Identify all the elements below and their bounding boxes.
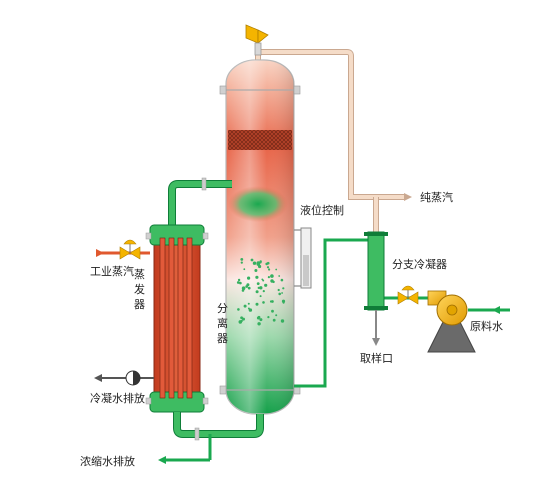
evaporator-label-3: 器 bbox=[134, 298, 145, 311]
raw-water-label: 原料水 bbox=[470, 319, 503, 333]
droplet bbox=[269, 300, 273, 303]
droplet bbox=[278, 275, 281, 277]
branch-condenser-label: 分支冷凝器 bbox=[392, 257, 447, 271]
droplet bbox=[237, 278, 241, 282]
droplet bbox=[259, 318, 263, 322]
separator-label-1: 分 bbox=[217, 302, 228, 315]
pure-steam-label: 纯蒸汽 bbox=[420, 190, 453, 204]
droplet bbox=[255, 275, 259, 279]
droplet bbox=[254, 269, 258, 272]
droplet bbox=[280, 319, 285, 323]
droplet bbox=[275, 268, 278, 271]
droplet bbox=[239, 281, 242, 285]
separator-label-2: 离 bbox=[217, 316, 228, 330]
droplet bbox=[275, 314, 278, 317]
evaporator-label-1: 蒸 bbox=[134, 268, 145, 281]
droplet bbox=[247, 302, 250, 305]
droplet bbox=[243, 304, 247, 308]
condensate-line bbox=[94, 370, 154, 386]
droplet bbox=[264, 283, 268, 287]
droplet bbox=[247, 276, 251, 280]
centrifugal-pump-icon bbox=[427, 290, 476, 353]
droplet bbox=[271, 309, 274, 313]
sampling-arrow-icon bbox=[372, 338, 380, 346]
droplet bbox=[236, 281, 240, 284]
droplet bbox=[282, 301, 285, 304]
sampling-port-label: 取样口 bbox=[360, 351, 393, 365]
safety-valve-icon bbox=[245, 24, 269, 56]
steam-trap-icon bbox=[125, 370, 141, 386]
demister-packing bbox=[228, 130, 292, 150]
separator-label-3: 器 bbox=[217, 332, 228, 345]
droplet bbox=[270, 274, 274, 278]
droplet bbox=[282, 287, 285, 290]
concentrate-discharge-label: 浓缩水排放 bbox=[80, 454, 135, 468]
droplet bbox=[240, 258, 244, 261]
droplet bbox=[258, 264, 262, 269]
evaporator-label-2: 发 bbox=[134, 282, 145, 296]
droplet bbox=[266, 266, 270, 269]
control-valve-icon bbox=[119, 239, 141, 260]
droplet bbox=[270, 279, 274, 283]
droplet bbox=[243, 268, 246, 271]
branch-condenser bbox=[364, 231, 388, 346]
droplet bbox=[248, 308, 253, 312]
droplet bbox=[257, 322, 261, 326]
droplet bbox=[241, 289, 245, 292]
droplet bbox=[250, 258, 254, 262]
droplet bbox=[237, 308, 240, 311]
droplet bbox=[278, 292, 282, 296]
droplet bbox=[281, 292, 283, 294]
droplet bbox=[255, 290, 259, 294]
droplet bbox=[240, 261, 243, 264]
raw-water-arrow-icon bbox=[492, 306, 500, 314]
droplet bbox=[256, 316, 260, 320]
droplet bbox=[262, 290, 265, 293]
industrial-steam-label: 工业蒸汽 bbox=[90, 264, 134, 278]
condensate-arrow-icon bbox=[94, 374, 102, 382]
droplet bbox=[256, 282, 260, 285]
droplet bbox=[252, 261, 257, 265]
droplet bbox=[272, 318, 276, 322]
bottom-pipes bbox=[158, 412, 264, 464]
droplet bbox=[277, 288, 280, 292]
droplets bbox=[236, 258, 286, 326]
vapor-pipe bbox=[168, 177, 232, 232]
droplet bbox=[265, 262, 269, 266]
droplet bbox=[259, 295, 262, 298]
pure-steam-arrow-icon bbox=[404, 193, 412, 201]
pure-steam-pipe bbox=[255, 49, 412, 232]
feed-valve-icon bbox=[397, 285, 419, 305]
evaporator bbox=[145, 224, 209, 413]
droplet bbox=[256, 261, 261, 265]
droplet bbox=[281, 299, 286, 303]
concentrate-arrow-icon bbox=[158, 456, 166, 464]
level-gauge-icon bbox=[294, 227, 312, 289]
droplet bbox=[262, 301, 265, 304]
droplet bbox=[259, 286, 263, 290]
level-control-label: 液位控制 bbox=[300, 203, 344, 217]
droplet bbox=[257, 286, 260, 289]
feed-water-line bbox=[294, 238, 510, 388]
droplet bbox=[246, 283, 250, 287]
droplet bbox=[241, 286, 246, 291]
droplet bbox=[242, 317, 245, 321]
droplet bbox=[268, 268, 271, 271]
droplet bbox=[267, 316, 270, 319]
droplet bbox=[261, 278, 264, 281]
droplet bbox=[247, 286, 251, 290]
condensate-discharge-label: 冷凝水排放 bbox=[90, 391, 145, 405]
droplet bbox=[267, 276, 270, 279]
droplet bbox=[240, 319, 243, 323]
steam-inlet-arrow-icon bbox=[96, 249, 104, 257]
droplet bbox=[255, 302, 259, 306]
separator-column bbox=[219, 59, 301, 415]
droplet bbox=[280, 278, 284, 282]
